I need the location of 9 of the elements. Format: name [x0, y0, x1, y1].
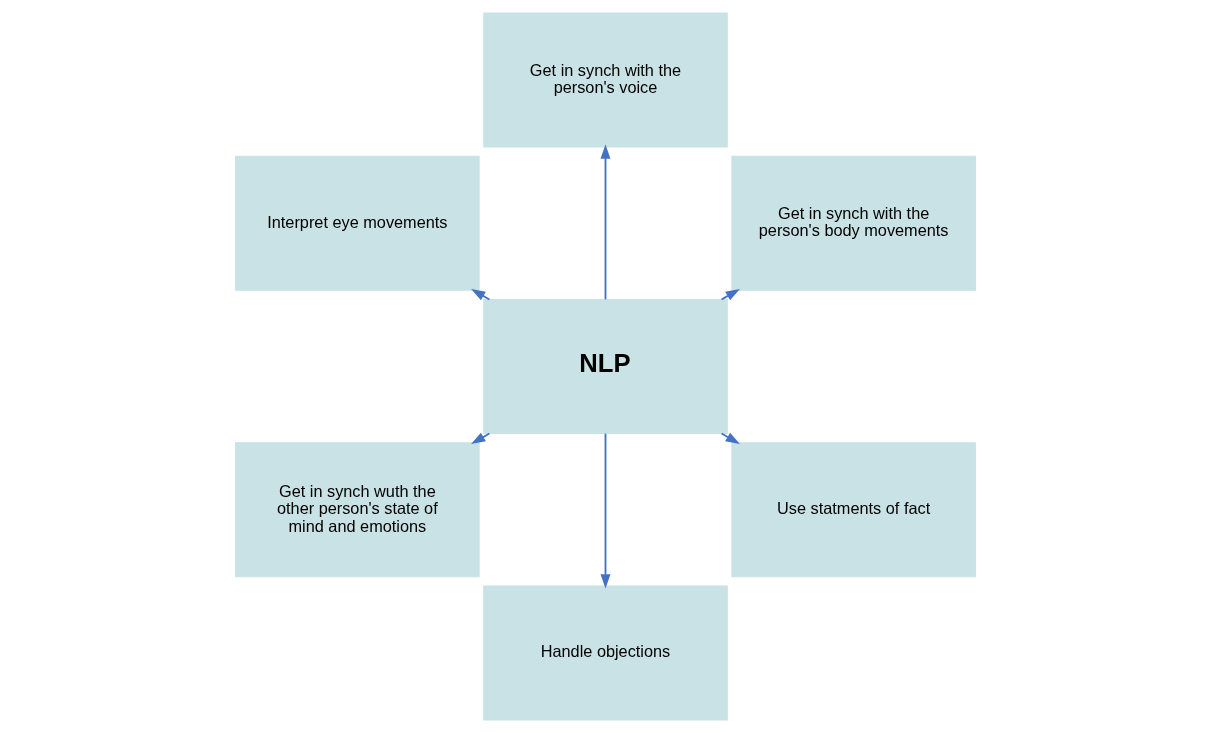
node-box: Handle objections [483, 585, 728, 721]
node-box: Get in synch wuth the other person's state of mind and emotions [235, 442, 480, 578]
node-box: NLP [483, 298, 728, 435]
node-box: Get in synch with the person's voice [483, 12, 728, 148]
arrow [600, 432, 611, 589]
node-box: Interpret eye movements [235, 155, 480, 291]
node-box: Use statments of fact [731, 442, 976, 578]
node-box: Get in synch with the person's body movements [731, 155, 976, 291]
arrow [600, 144, 611, 301]
